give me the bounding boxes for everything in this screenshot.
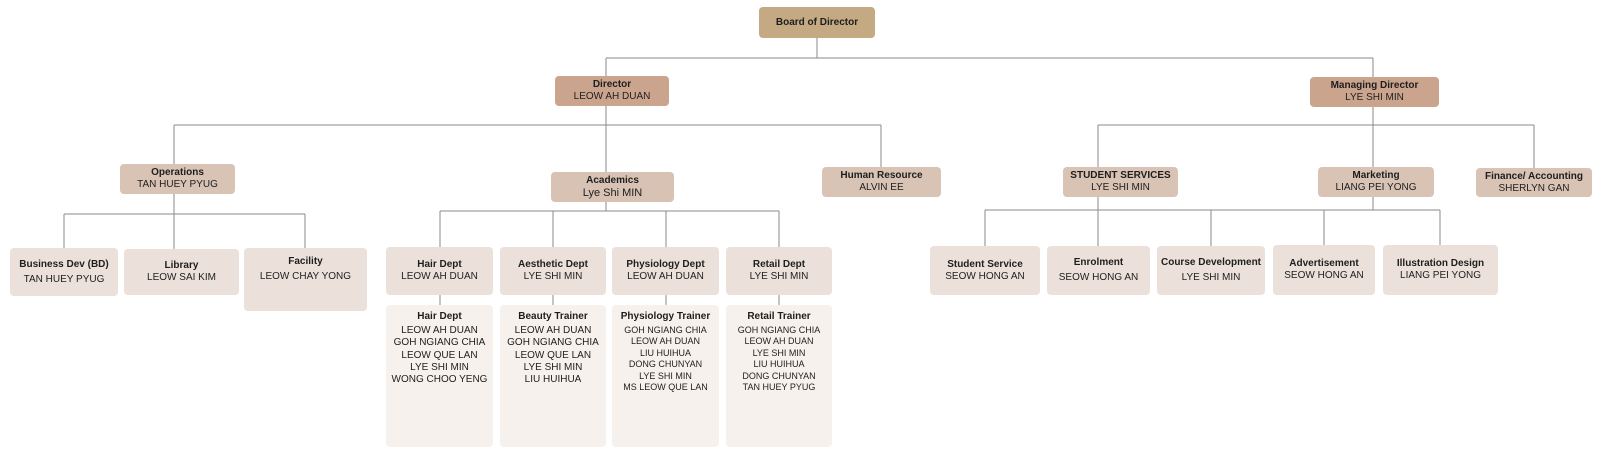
student-service-box: Student Service SEOW HONG AN [930, 246, 1040, 295]
hair-team-box: Hair Dept LEOW AH DUAN GOH NGIANG CHIA L… [386, 305, 493, 447]
list-item: LYE SHI MIN [523, 361, 583, 373]
physiology-team-box: Physiology Trainer GOH NGIANG CHIA LEOW … [612, 305, 719, 447]
academics-name: Lye Shi MIN [582, 187, 643, 199]
list-item: LEOW AH DUAN [744, 336, 814, 347]
hair-dept-title: Hair Dept [417, 259, 462, 270]
advertisement-title: Advertisement [1289, 258, 1359, 269]
list-item: LIU HUIHUA [639, 347, 691, 358]
retail-dept-title: Retail Dept [752, 259, 806, 270]
list-item: LIU HUIHUA [753, 359, 805, 370]
marketing-name: LIANG PEI YONG [1335, 182, 1417, 193]
academics-title: Academics [586, 175, 639, 186]
student-services-box: STUDENT SERVICES LYE SHI MIN [1063, 167, 1178, 197]
director-box: Director LEOW AH DUAN [555, 76, 669, 106]
list-item: LEOW QUE LAN [514, 349, 592, 361]
list-item: LYE SHI MIN [410, 361, 469, 373]
enrolment-name: SEOW HONG AN [1058, 272, 1139, 283]
list-item: LEOW QUE LAN [401, 349, 478, 361]
human-resource-title: Human Resource [840, 170, 923, 181]
list-item: LYE SHI MIN [639, 370, 692, 381]
managing-director-name: LYE SHI MIN [1345, 92, 1404, 103]
course-development-name: LYE SHI MIN [1181, 272, 1241, 283]
managing-director-title: Managing Director [1330, 80, 1419, 91]
physiology-dept-name: LEOW AH DUAN [627, 271, 704, 282]
hair-team-title: Hair Dept [417, 311, 462, 322]
physiology-team-title: Physiology Trainer [620, 311, 711, 322]
course-development-box: Course Development LYE SHI MIN [1157, 246, 1265, 295]
enrolment-title: Enrolment [1073, 257, 1124, 268]
retail-dept-name: LYE SHI MIN [749, 271, 809, 282]
list-item: LEOW AH DUAN [630, 336, 700, 347]
advertisement-name: SEOW HONG AN [1284, 270, 1364, 281]
hair-dept-box: Hair Dept LEOW AH DUAN [386, 247, 493, 295]
beauty-team-title: Beauty Trainer [518, 311, 588, 322]
director-name: LEOW AH DUAN [573, 91, 651, 102]
operations-name: TAN HUEY PYUG [137, 179, 218, 190]
operations-box: Operations TAN HUEY PYUG [120, 164, 235, 194]
board-of-director-box: Board of Director [759, 7, 875, 38]
list-item: LEOW AH DUAN [514, 325, 592, 336]
list-item: GOH NGIANG CHIA [393, 337, 486, 349]
list-item: WONG CHOO YENG [391, 374, 488, 386]
list-item: LIU HUIHUA [524, 374, 582, 386]
aesthetic-dept-box: Aesthetic Dept LYE SHI MIN [500, 247, 606, 295]
illustration-design-name: LIANG PEI YONG [1400, 270, 1481, 281]
business-dev-name: TAN HUEY PYUG [23, 273, 105, 285]
physiology-dept-box: Physiology Dept LEOW AH DUAN [612, 247, 719, 295]
student-service-title: Student Service [947, 258, 1023, 270]
finance-accounting-name: SHERLYN GAN [1498, 182, 1570, 194]
student-service-name: SEOW HONG AN [945, 270, 1025, 282]
list-item: LYE SHI MIN [752, 347, 806, 358]
retail-dept-box: Retail Dept LYE SHI MIN [726, 247, 832, 295]
retail-team-title: Retail Trainer [747, 311, 811, 322]
business-dev-box: Business Dev (BD) TAN HUEY PYUG [10, 248, 118, 296]
list-item: TAN HUEY PYUG [742, 382, 816, 393]
list-item: LEOW AH DUAN [401, 325, 478, 336]
library-box: Library LEOW SAI KIM [124, 249, 239, 295]
list-item: GOH NGIANG CHIA [737, 325, 821, 335]
list-item: GOH NGIANG CHIA [624, 325, 707, 335]
illustration-design-title: Illustration Design [1396, 258, 1485, 269]
academics-box: Academics Lye Shi MIN [551, 172, 674, 202]
retail-team-box: Retail Trainer GOH NGIANG CHIA LEOW AH D… [726, 305, 832, 447]
hair-dept-name: LEOW AH DUAN [401, 271, 478, 282]
student-services-name: LYE SHI MIN [1091, 182, 1150, 193]
student-services-title: STUDENT SERVICES [1070, 170, 1171, 181]
finance-accounting-box: Finance/ Accounting SHERLYN GAN [1476, 168, 1592, 197]
list-item: DONG CHUNYAN [628, 359, 703, 370]
library-name: LEOW SAI KIM [147, 272, 216, 283]
aesthetic-dept-title: Aesthetic Dept [517, 259, 588, 270]
list-item: GOH NGIANG CHIA [507, 337, 599, 349]
director-title: Director [592, 79, 632, 90]
operations-title: Operations [151, 167, 204, 178]
aesthetic-dept-name: LYE SHI MIN [523, 271, 583, 282]
facility-title: Facility [288, 256, 323, 267]
facility-box: Facility LEOW CHAY YONG [244, 248, 367, 311]
human-resource-name: ALVIN EE [859, 182, 904, 193]
library-title: Library [164, 260, 199, 271]
marketing-box: Marketing LIANG PEI YONG [1318, 167, 1434, 197]
enrolment-box: Enrolment SEOW HONG AN [1047, 246, 1150, 295]
board-title: Board of Director [775, 16, 859, 28]
course-development-title: Course Development [1160, 257, 1262, 268]
facility-name: LEOW CHAY YONG [259, 271, 352, 282]
marketing-title: Marketing [1352, 170, 1400, 181]
list-item: MS LEOW QUE LAN [623, 382, 708, 393]
illustration-design-box: Illustration Design LIANG PEI YONG [1383, 245, 1498, 295]
business-dev-title: Business Dev (BD) [19, 258, 109, 270]
beauty-team-box: Beauty Trainer LEOW AH DUAN GOH NGIANG C… [500, 305, 606, 447]
advertisement-box: Advertisement SEOW HONG AN [1273, 245, 1375, 295]
list-item: DONG CHUNYAN [742, 370, 816, 381]
finance-accounting-title: Finance/ Accounting [1485, 170, 1583, 182]
human-resource-box: Human Resource ALVIN EE [822, 167, 941, 197]
physiology-dept-title: Physiology Dept [626, 259, 705, 270]
managing-director-box: Managing Director LYE SHI MIN [1310, 77, 1439, 107]
